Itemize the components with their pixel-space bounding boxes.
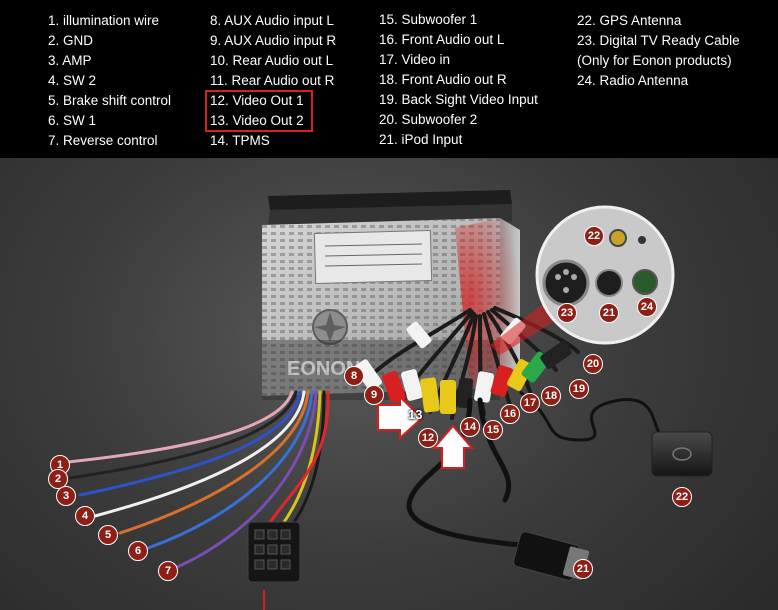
digital-tv-port	[542, 259, 590, 307]
legend-item-video-out-2: 13. Video Out 2	[210, 113, 304, 128]
rca-badge-20: 20	[583, 354, 603, 374]
rca-label-13: 13	[408, 407, 423, 422]
rca-badge-9: 9	[364, 385, 384, 405]
rca-badge-16: 16	[500, 404, 520, 424]
wire-badge-3: 3	[56, 486, 76, 506]
legend-item: 10. Rear Audio out L	[210, 53, 334, 68]
gps-port	[609, 229, 627, 247]
legend-item: 1. illumination wire	[48, 13, 160, 28]
legend-item: (Only for Eonon products)	[577, 53, 732, 68]
iso-harness-wires	[66, 390, 330, 570]
legend-item: 24. Radio Antenna	[577, 73, 689, 88]
wire-badge-6: 6	[128, 541, 148, 561]
legend-item: 14. TPMS	[210, 133, 270, 148]
legend-item: 9. AUX Audio input R	[210, 33, 337, 48]
gps-cable	[519, 390, 666, 442]
legend-item-video-out-1: 12. Video Out 1	[210, 93, 304, 108]
inset-badge-23: 23	[557, 303, 577, 323]
legend-item: 16. Front Audio out L	[379, 32, 505, 47]
legend-item: 22. GPS Antenna	[577, 13, 682, 28]
rca-badge-17: 17	[520, 393, 540, 413]
arrow-right-icon	[377, 394, 424, 441]
gps-antenna	[651, 431, 713, 477]
wire-badge-4: 4	[75, 506, 95, 526]
inset-badge-21: 21	[599, 303, 619, 323]
connector-zoom-inset	[535, 205, 675, 345]
legend-item: 17. Video in	[379, 52, 451, 67]
legend-item: 18. Front Audio out R	[379, 72, 507, 87]
legend-item: 19. Back Sight Video Input	[379, 92, 538, 107]
legend-item: 20. Subwoofer 2	[379, 112, 478, 127]
legend-item: 23. Digital TV Ready Cable	[577, 33, 740, 48]
wire-badge-5: 5	[98, 525, 118, 545]
legend-item: 11. Rear Audio out R	[210, 73, 335, 88]
inset-badge-24: 24	[637, 297, 657, 317]
legend-item: 15. Subwoofer 1	[379, 12, 478, 27]
ipod-port	[595, 269, 623, 297]
wire-legend: 1. illumination wire 2. GND 3. AMP 4. SW…	[0, 0, 778, 158]
legend-item: 4. SW 2	[48, 73, 97, 88]
legend-item: 7. Reverse control	[48, 133, 158, 148]
video-out-highlight-box	[205, 90, 313, 132]
rca-cable-bundle	[354, 306, 580, 420]
legend-item: 3. AMP	[48, 53, 92, 68]
head-unit-photo: EONON	[66, 190, 713, 610]
arrow-up-icon	[431, 424, 475, 469]
ipod-badge-21: 21	[573, 559, 593, 579]
wire-badge-7: 7	[158, 561, 178, 581]
legend-item: 6. SW 1	[48, 113, 97, 128]
rca-badge-8: 8	[344, 366, 364, 386]
legend-item: 2. GND	[48, 33, 94, 48]
watermark-text: EONON	[287, 358, 360, 380]
rca-badge-12: 12	[418, 428, 438, 448]
legend-item: 8. AUX Audio input L	[210, 13, 334, 28]
rca-badge-15: 15	[483, 420, 503, 440]
gps-badge-22: 22	[672, 487, 692, 507]
legend-item: 21. iPod Input	[379, 132, 463, 147]
rca-badge-19: 19	[569, 379, 589, 399]
radio-antenna-port	[632, 269, 658, 295]
rca-badge-18: 18	[541, 386, 561, 406]
rca-badge-14: 14	[460, 417, 480, 437]
legend-item: 5. Brake shift control	[48, 93, 172, 108]
inset-badge-22: 22	[584, 226, 604, 246]
